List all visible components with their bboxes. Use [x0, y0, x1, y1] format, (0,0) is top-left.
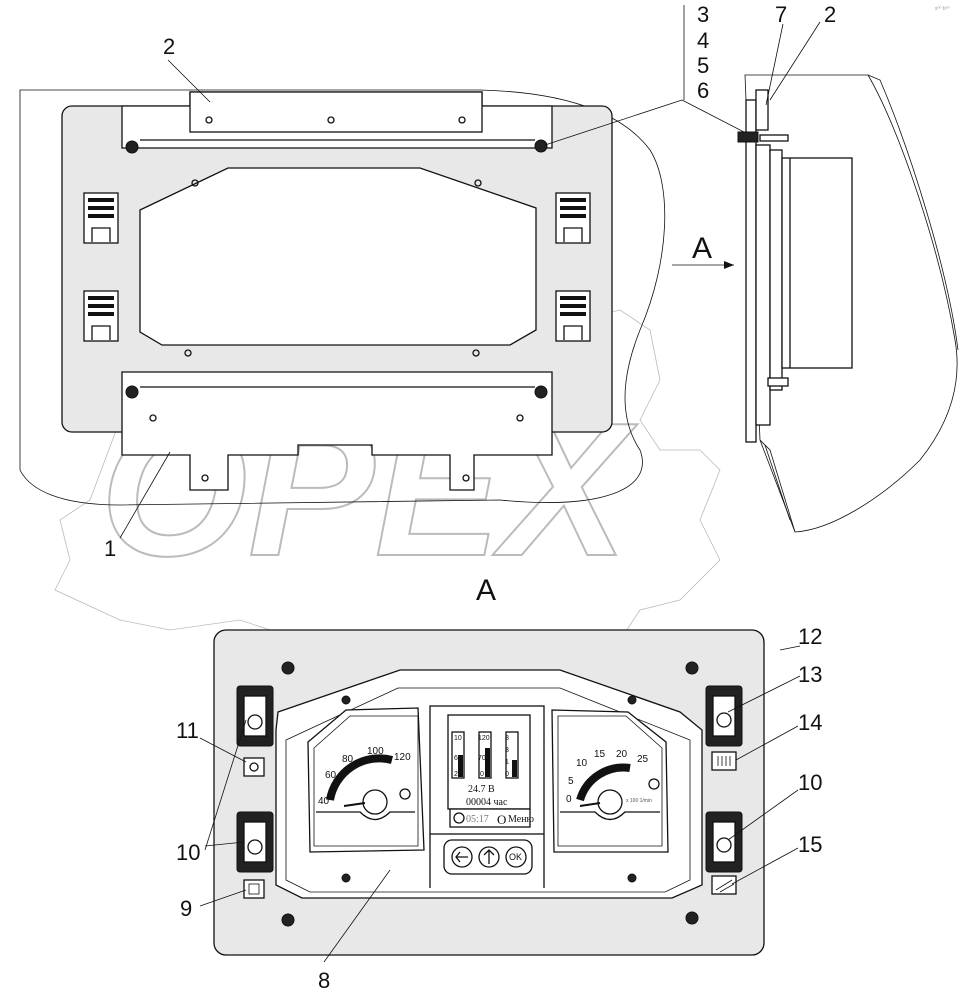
- speed-tick-40: 40: [318, 796, 330, 807]
- switch-top-left[interactable]: [236, 685, 274, 747]
- indicator-lamp-11: [243, 757, 265, 777]
- clock-icon: [453, 812, 465, 824]
- connector-tr: [555, 192, 591, 244]
- lcd-scale-left-mid: 6: [454, 755, 458, 762]
- view-title: A: [476, 574, 496, 607]
- lcd-display: 10 6 2 120 70 0 8 3 1 0 24.7 В 00004 час…: [429, 705, 545, 888]
- callout-4: 4: [697, 28, 709, 53]
- lcd-hours: 00004 час: [466, 797, 508, 808]
- lcd-scale-right-2: 3: [505, 747, 509, 754]
- connector-br: [555, 290, 591, 342]
- speed-tick-60: 60: [325, 770, 337, 781]
- indicator-lamp-14: [711, 751, 737, 771]
- side-view: [737, 74, 959, 533]
- up-arrow-icon: [483, 849, 495, 864]
- callout-12: 12: [798, 624, 822, 649]
- lcd-scale-left-bottom: 2: [454, 771, 458, 778]
- rpm-tick-10: 10: [576, 758, 588, 769]
- dashboard-panel: 40 60 80 100 120 10 6 2 120 70 0 8 3 1: [213, 629, 765, 956]
- tachometer-gauge: 0 5 10 15 20 25 x 100 1/min: [551, 709, 669, 853]
- lcd-scale-mid-mid: 70: [478, 755, 486, 762]
- speed-tick-80: 80: [342, 754, 354, 765]
- rpm-tick-20: 20: [616, 749, 628, 760]
- callout-1: 1: [104, 536, 116, 561]
- callouts: 2 1 3 4 5 6 7 2 12 13 14 10 15 11 10 9 8: [104, 2, 836, 993]
- lcd-scale-right-4: 0: [505, 771, 509, 778]
- lcd-scale-mid-top: 120: [478, 735, 490, 742]
- indicator-lamp-9: [243, 879, 265, 899]
- back-arrow-icon: [455, 851, 468, 863]
- rpm-tick-25: 25: [637, 754, 649, 765]
- callout-7: 7: [775, 2, 787, 27]
- rpm-tick-0: 0: [566, 794, 572, 805]
- svg-text:OK: OK: [509, 852, 522, 862]
- callout-15: 15: [798, 832, 822, 857]
- speed-tick-100: 100: [367, 746, 384, 757]
- callout-8: 8: [318, 968, 330, 993]
- lcd-menu: Меню: [508, 814, 535, 825]
- callout-14: 14: [798, 710, 822, 735]
- switch-bottom-right[interactable]: [705, 811, 743, 873]
- callout-11: 11: [176, 718, 199, 743]
- connector-tl: [83, 192, 119, 244]
- lcd-clock: 05:17: [466, 814, 489, 825]
- rpm-tick-15: 15: [594, 749, 606, 760]
- callout-2-frame: 2: [163, 34, 175, 59]
- callout-10-left: 10: [176, 840, 200, 865]
- switch-top-right[interactable]: [705, 685, 743, 747]
- lcd-menu-symbol: O: [497, 812, 506, 827]
- callout-9: 9: [180, 896, 192, 921]
- callout-5: 5: [697, 53, 709, 78]
- leader-lines: [119, 5, 821, 963]
- rpm-unit: x 100 1/min: [626, 798, 652, 804]
- speedometer-gauge: 40 60 80 100 120: [307, 707, 425, 853]
- connector-bl: [83, 290, 119, 342]
- callout-10-right: 10: [798, 770, 822, 795]
- lcd-scale-right-1: 8: [505, 735, 509, 742]
- callout-3: 3: [697, 2, 709, 27]
- speed-tick-120: 120: [394, 752, 411, 763]
- switch-bottom-left[interactable]: [236, 811, 274, 873]
- mounting-frame: [19, 89, 666, 506]
- lcd-voltage: 24.7 В: [468, 784, 495, 795]
- callout-2-side: 2: [824, 2, 836, 27]
- engine-icon: [648, 778, 660, 790]
- view-arrow: A: [672, 232, 734, 269]
- lcd-scale-mid-bottom: 0: [480, 771, 484, 778]
- lcd-scale-right-3: 1: [505, 759, 509, 766]
- rpm-tick-5: 5: [568, 776, 574, 787]
- oil-temp-icon: [399, 788, 411, 800]
- ok-button[interactable]: [505, 846, 527, 868]
- view-arrow-label: A: [692, 232, 712, 265]
- lcd-scale-left-top: 10: [454, 735, 462, 742]
- corner-stamp: s⁰⁰ b⁰⁰: [935, 6, 950, 12]
- callout-13: 13: [798, 662, 822, 687]
- callout-6: 6: [697, 78, 709, 103]
